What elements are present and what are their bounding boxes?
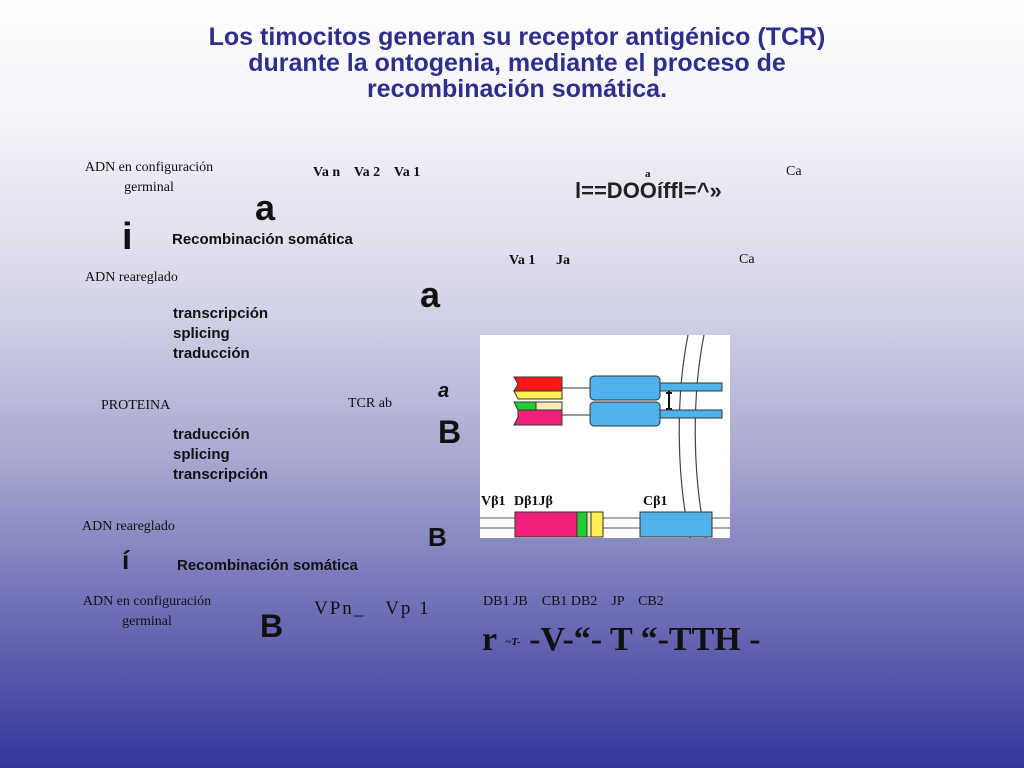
adn-germinal-bottom-line1: ADN en configuración [82,594,212,609]
process-list-bottom: traducción splicing transcripción [173,425,268,485]
adn-germinal-bottom-line2: germinal [122,614,172,629]
slide-title: Los timocitos generan su receptor antigé… [120,24,914,102]
tcr-beta-j-cream [535,401,563,411]
process-top-traduccion: traducción [173,345,250,362]
beta-marker-1: B [438,414,462,450]
adn-germinal-top-line2: germinal [124,180,174,195]
db1jb-label: Dβ1Jβ [514,494,553,509]
vb1-label: Vβ1 [481,494,506,509]
garbled-r: r [482,621,497,658]
gene-db1-segment [576,511,588,538]
membrane-inner-arc [694,334,707,539]
ja-label: Ja [556,253,570,268]
gene-jb1-segment [590,511,604,538]
tcr-beta-c-domain [589,401,661,427]
beta-transmembrane [659,409,723,419]
alpha-transmembrane [659,382,723,392]
va1-label: Va 1 [509,253,536,268]
adn-rearreglado-bottom: ADN reareglado [82,519,175,534]
alpha-small-label: a [645,168,651,180]
beta-locus-garbled-line: r ~T- -V-“- T “-TTH - [482,620,761,662]
tcr-alpha-v-red [513,376,563,392]
arrow-i-down-bottom: í [122,545,130,575]
ca-label-mid: Ca [739,252,755,267]
arrow-i-down-top: i [122,216,133,258]
alpha-locus-garbled-text: l==DOOíffl=^» [575,178,722,203]
gene-vb1-segment [514,511,578,538]
adn-germinal-bottom: ADN en configuración germinal [62,592,232,632]
title-line-3: recombinación somática. [366,75,668,103]
ca-label-top: Ca [786,164,802,179]
recombinacion-somatica-bottom: Recombinación somática [177,557,358,574]
alpha-marker-2: a [420,274,441,315]
process-top-splicing: splicing [173,325,230,342]
garbled-small: ~T- [504,636,521,649]
db-jb-cb-labels: DB1 JB CB1 DB2 JP CB2 [483,594,664,609]
title-line-2: durante la ontogenia, mediante el proces… [248,49,786,77]
process-bottom-transcripcion: transcripción [173,466,269,483]
vp-gene-labels: VPn_ Vp 1 [314,598,431,619]
beta-marker-2: B [428,522,447,552]
process-bottom-splicing: splicing [173,446,230,463]
tcr-diagram: Vβ1 Dβ1Jβ Cβ1 [480,334,730,539]
tcr-beta-d-green [513,401,537,411]
tcr-beta-v-pink [513,409,563,426]
tcr-diagram-svg: Vβ1 Dβ1Jβ Cβ1 [480,334,730,539]
tcr-label: TCR ab [348,396,392,411]
alpha-italic-marker: a [438,380,450,402]
tcr-alpha-c-domain [589,375,661,401]
gene-cb1-segment [639,511,713,538]
proteina-label: PROTEINA [101,398,171,413]
beta-marker-3: B [260,608,284,644]
adn-germinal-top-line1: ADN en configuración [84,160,214,175]
process-list-top: transcripción splicing traducción [173,304,268,364]
va-gene-labels: Va n Va 2 Va 1 [313,165,421,180]
title-line-1: Los timocitos generan su receptor antigé… [208,23,826,51]
adn-germinal-top: ADN en configuración germinal [64,158,234,198]
adn-rearreglado-top: ADN reareglado [85,270,178,285]
membrane-outer-arc [678,334,691,539]
alpha-marker-1: a [255,187,276,228]
tcr-alpha-j-yellow [513,390,563,400]
process-bottom-traduccion: traducción [173,426,250,443]
recombinacion-somatica-top: Recombinación somática [172,231,353,248]
process-top-transcripcion: transcripción [173,305,269,322]
garbled-rest: -V-“- T “-TTH - [529,621,761,658]
cb1-label: Cβ1 [643,494,668,509]
